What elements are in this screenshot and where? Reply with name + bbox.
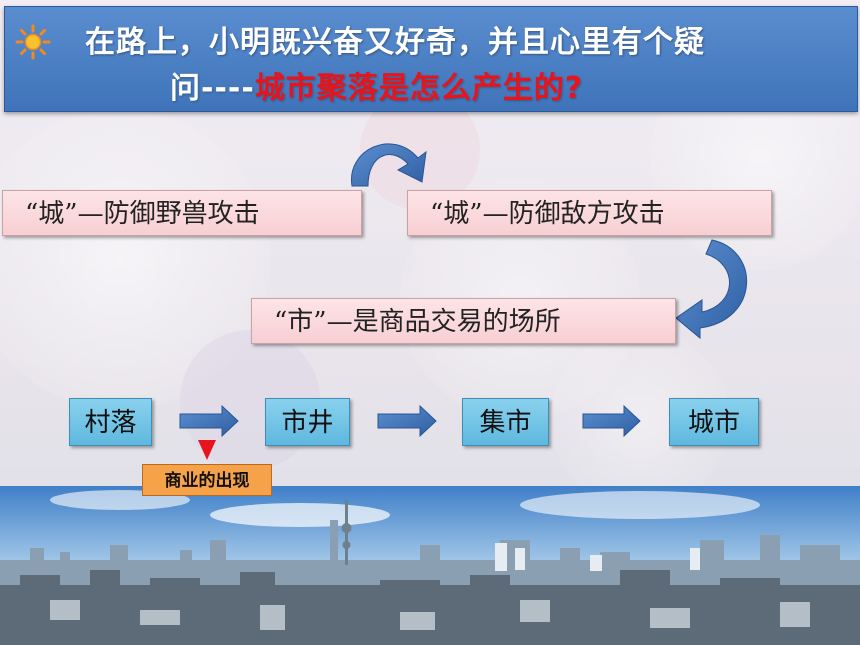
- arrow-right-3: [582, 404, 641, 438]
- commerce-emergence-label: 商业的出现: [142, 464, 272, 496]
- title-bar: 在路上，小明既兴奋又好奇，并且心里有个疑 问----城市聚落是怎么产生的?: [4, 6, 858, 112]
- title-line2: 问----城市聚落是怎么产生的?: [170, 63, 583, 107]
- stage-city: 城市: [669, 398, 759, 446]
- stage-fair: 集市: [462, 398, 549, 446]
- stage-marketplace: 市井: [265, 398, 350, 446]
- arrow-right-1: [179, 404, 239, 438]
- title-line1: 在路上，小明既兴奋又好奇，并且心里有个疑: [85, 25, 705, 60]
- curved-arrow-right: [675, 239, 747, 340]
- curved-arrow-top: [351, 143, 427, 187]
- sun-icon: [15, 24, 51, 60]
- city-defense-enemy-box: “城”—防御敌方攻击: [407, 190, 772, 236]
- stage-village: 村落: [69, 398, 152, 446]
- marker-triangle-icon: [198, 440, 216, 460]
- city-defense-beasts-box: “城”—防御野兽攻击: [2, 190, 362, 236]
- title-highlight: 城市聚落是怎么产生的?: [254, 71, 584, 106]
- title-line2-prefix: 问----: [170, 71, 255, 106]
- arrow-right-2: [377, 404, 437, 438]
- market-trade-box: “市”—是商品交易的场所: [251, 298, 676, 344]
